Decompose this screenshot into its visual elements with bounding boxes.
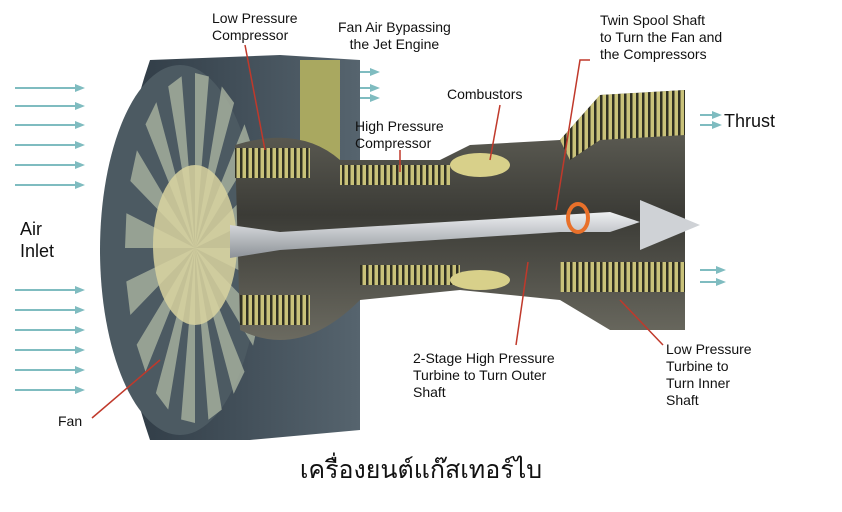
caption: เครื่องยนต์แก๊สเทอร์ไบ <box>299 455 543 484</box>
airflow-arrowhead <box>716 278 726 286</box>
leader-lines <box>91 44 664 419</box>
airflow-arrowhead <box>370 84 380 92</box>
low-pressure-compressor-ribs-lower <box>240 295 310 325</box>
label-combustors: Combustors <box>447 86 523 102</box>
twin-spool-shaft <box>230 212 640 258</box>
airflow-arrowhead <box>712 121 722 129</box>
low-pressure-compressor-ribs <box>235 148 310 178</box>
label-thrust: Thrust <box>724 111 776 131</box>
airflow-arrowhead <box>75 306 85 314</box>
high-pressure-compressor-ribs <box>340 165 450 185</box>
label-fan: Fan <box>58 413 83 429</box>
airflow-arrowhead <box>370 68 380 76</box>
high-pressure-compressor-ribs-lower <box>360 265 460 285</box>
airflow-arrowhead <box>75 286 85 294</box>
airflow-arrowhead <box>75 141 85 149</box>
airflow-arrowhead <box>712 111 722 119</box>
airflow-arrowhead <box>75 102 85 110</box>
label-twin-spool-shaft: Twin Spool Shaft to Turn the Fan and the… <box>600 12 723 62</box>
airflow-arrowhead <box>75 386 85 394</box>
airflow-arrowhead <box>716 266 726 274</box>
airflow-arrowhead <box>370 94 380 102</box>
airflow-arrowhead <box>75 326 85 334</box>
label-high-pressure-compressor: High Pressure Compressor <box>355 118 444 151</box>
label-air-inlet: Air Inlet <box>20 219 55 261</box>
airflow-arrowhead <box>75 346 85 354</box>
airflow-arrowhead <box>75 181 85 189</box>
nozzle-cone <box>640 200 700 250</box>
fan-hub <box>153 165 237 325</box>
label-lp-turbine: Low Pressure Turbine to Turn Inner Shaft <box>666 341 752 408</box>
airflow-arrowhead <box>75 121 85 129</box>
spool-rotation-arrow <box>566 202 590 234</box>
label-hp-turbine: 2-Stage High Pressure Turbine to Turn Ou… <box>413 350 555 400</box>
combustor-lower <box>450 270 510 290</box>
label-low-pressure-compressor: Low Pressure Compressor <box>212 10 298 43</box>
turbine-casing-ribs <box>560 90 685 160</box>
combustor <box>450 153 510 177</box>
low-pressure-turbine-ribs <box>560 262 685 292</box>
airflow-arrowhead <box>75 84 85 92</box>
airflow-arrowhead <box>75 366 85 374</box>
airflow-arrowhead <box>75 161 85 169</box>
label-fan-air-bypassing: Fan Air Bypassing the Jet Engine <box>338 19 451 52</box>
